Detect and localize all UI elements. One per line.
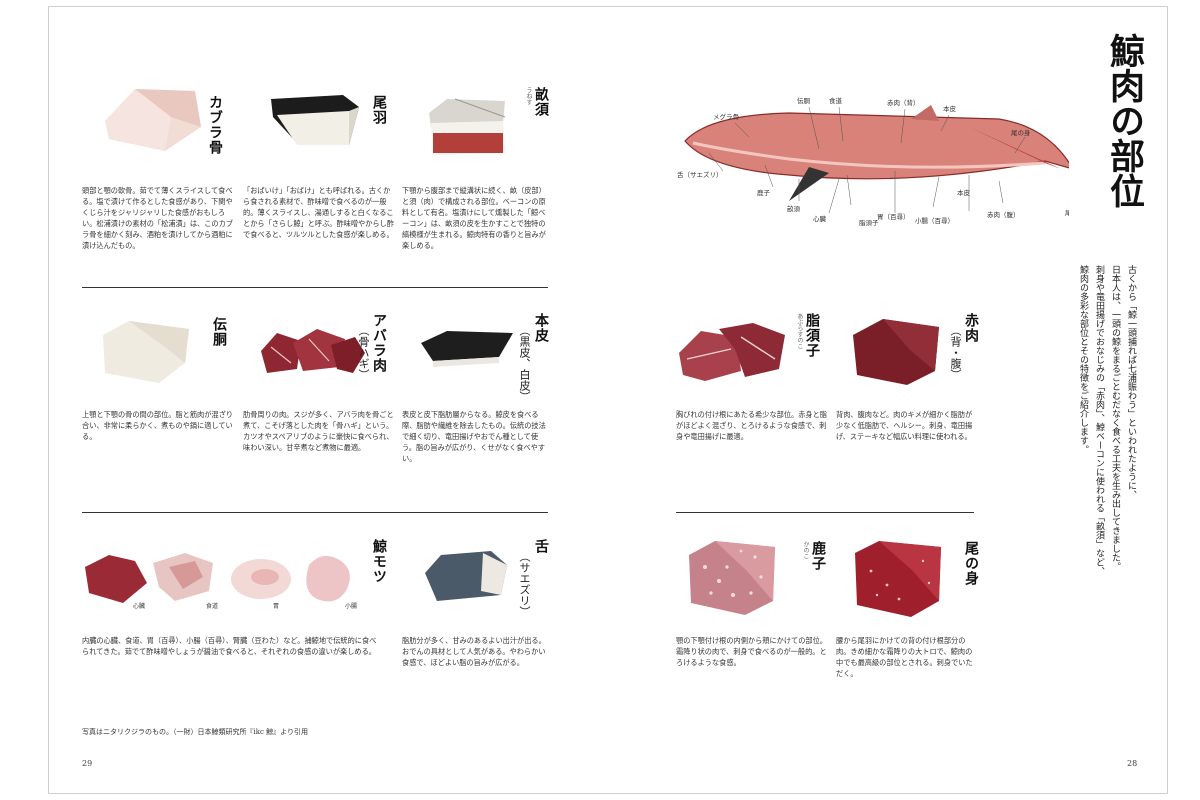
- kanoko-title: 鹿子: [810, 541, 826, 571]
- label-abura: 脂須子: [859, 218, 879, 227]
- abara-subtitle: （骨ハギ）: [357, 325, 370, 380]
- motsu-title: 鯨モツ: [371, 539, 387, 584]
- honkawa-photo: [421, 331, 513, 367]
- obane-title: 尾羽: [371, 95, 387, 125]
- unesu-photo: [429, 98, 506, 155]
- photo-credit: 写真はニタリクジラのもの。（一財）日本鯨類研究所『ikc 鯨』より引用: [82, 728, 308, 736]
- label-honkawa-bottom: 本皮: [957, 188, 971, 197]
- abara-title: アバラ肉: [371, 313, 387, 373]
- kabura-desc: 頭部と顎の軟骨。茹でて薄くスライスして食べる。塩で漬けて作るとした食感があり、下…: [82, 186, 233, 250]
- kanoko-desc: 顎の下顎付け根の内側から頬にかけての部位。霜降り状の肉で、刺身で食べるのが一般的…: [676, 636, 827, 667]
- label-shita: 舌（サエズリ）: [677, 170, 723, 179]
- intro-line-2: 日本人は、一頭の鯨をまるごとむだなく食べる工夫を生み出してきました。: [1110, 265, 1120, 571]
- denpo-title: 伝胴: [211, 317, 227, 347]
- motsu-label-esophagus: 食道: [206, 603, 219, 610]
- honkawa-desc: 表皮と皮下脂肪層からなる。鯨皮を食べる際、脂肪や繊維を除去したもの。伝統の技法で…: [402, 410, 546, 463]
- aburasu-title: 脂須子: [804, 313, 820, 358]
- shita-desc: 脂肪分が多く、甘みのあるよい出汁が出る。おでんの具材として人気がある。やわらかい…: [402, 636, 546, 667]
- akaniku-desc: 背肉、腹肉など。肉のキメが細かく脂肪が少なく低脂肪で、ヘルシー。刺身、竜田揚げ、…: [836, 410, 973, 441]
- intro-line-3: 刺身や竜田揚げでおなじみの「赤肉」、鯨ベーコンに使われる「畝須」など、: [1094, 265, 1104, 576]
- aburasu-ruby: あぶらすのこ: [796, 313, 803, 349]
- abara-photo: [261, 329, 365, 373]
- denpo-desc: 上顎と下顎の骨の間の部位。脂と筋肉が混ざり合い、非常に柔らかく、煮ものや鍋に適し…: [82, 410, 233, 441]
- abara-desc: 肋骨周りの肉。スジが多く、アバラ肉を骨ごと煮て、こそげ落とした肉を「骨ハギ」とい…: [243, 410, 394, 452]
- motsu-label-intestine: 小腸: [345, 603, 358, 610]
- aburasu-photo: [679, 323, 785, 381]
- kanoko-ruby: かのこ: [802, 541, 809, 559]
- page-number-left: 29: [82, 759, 93, 768]
- unesu-ruby: うねす: [525, 87, 532, 105]
- kabura-photo: [105, 89, 201, 151]
- whale-diagram: メグラ骨 伝胴 食道 赤肉（背） 本皮 尾の身 舌（サエズリ） 鹿子 畝須 心臓…: [677, 96, 1069, 227]
- label-unesu: 畝須: [787, 204, 801, 213]
- unesu-desc: 下顎から腹部まで縦溝状に続く、畝（皮部）と須（肉）で構成される部位。ベーコンの原…: [402, 186, 546, 250]
- label-honkawa-top: 本皮: [943, 104, 957, 113]
- intro-line-4: 鯨肉の多彩な部位とその特徴をご紹介します。: [1078, 265, 1088, 454]
- motsu-desc: 内臓の心臓、食道、胃（百尋）、小腸（百尋）、腎臓（豆わた）など。捕鯨地で伝統的に…: [82, 636, 377, 656]
- obane-photo: [271, 95, 359, 145]
- unesu-title: 畝須: [533, 87, 549, 117]
- divider-right: [676, 512, 974, 513]
- honkawa-subtitle: （黒皮、白皮）: [518, 325, 531, 402]
- book-spread: カブラ骨 頭部と顎の軟骨。茹でて薄くスライスして食べる。塩で漬けて作るとした食感…: [48, 6, 1168, 794]
- label-denpo: 伝胴: [797, 96, 811, 105]
- label-megura: メグラ骨: [713, 112, 739, 121]
- akaniku-subtitle: （背・腹）: [949, 325, 962, 380]
- kanoko-photo: [689, 541, 775, 615]
- shita-photo: [425, 551, 507, 601]
- shita-subtitle: （サエズリ）: [518, 551, 531, 617]
- denpo-photo: [103, 321, 189, 383]
- label-onomi: 尾の身: [1011, 128, 1031, 137]
- akaniku-title: 赤肉: [963, 313, 979, 343]
- akaniku-photo: [853, 319, 939, 385]
- motsu-label-stomach: 胃: [273, 603, 280, 610]
- aburasu-desc: 胸びれの付け根にあたる希少な部位。赤身と脂がほどよく混ざり、とろけるような食感で…: [676, 410, 827, 441]
- label-obane: 尾羽: [1065, 209, 1069, 217]
- motsu-photos: [85, 553, 350, 603]
- motsu-label-heart: 心臓: [133, 603, 146, 610]
- label-i: 胃（百尋）: [877, 213, 910, 221]
- shita-title: 舌: [533, 539, 549, 554]
- divider-row1: [82, 287, 548, 288]
- onomi-photo: [855, 541, 941, 617]
- page-number-right: 28: [1127, 759, 1138, 768]
- label-shocho: 小腸（百尋）: [915, 216, 954, 225]
- label-kanoko: 鹿子: [757, 188, 771, 197]
- label-shinzo: 心臓: [813, 214, 827, 223]
- intro-line-1: 古くから「鯨一頭捕れば七浦賑わう」といわれたように、: [1126, 265, 1136, 499]
- label-akaniku-se: 赤肉（背）: [887, 98, 920, 107]
- page-title: 鯨肉の部位: [1104, 33, 1145, 208]
- onomi-desc: 腰から尾羽にかけての背の付け根部分の肉。きめ細かな霜降りの大トロで、鯨肉の中でも…: [836, 636, 973, 678]
- honkawa-title: 本皮: [533, 313, 549, 343]
- divider-row2: [82, 512, 548, 513]
- onomi-title: 尾の身: [963, 541, 979, 586]
- label-shokudo: 食道: [829, 96, 843, 105]
- obane-desc: 「おばいけ」「おばけ」とも呼ばれる。古くから食される素材で、酢味噌で食べるのが一…: [243, 186, 394, 239]
- label-akaniku-hara: 赤肉（腹）: [987, 210, 1020, 219]
- kabura-title: カブラ骨: [207, 95, 223, 155]
